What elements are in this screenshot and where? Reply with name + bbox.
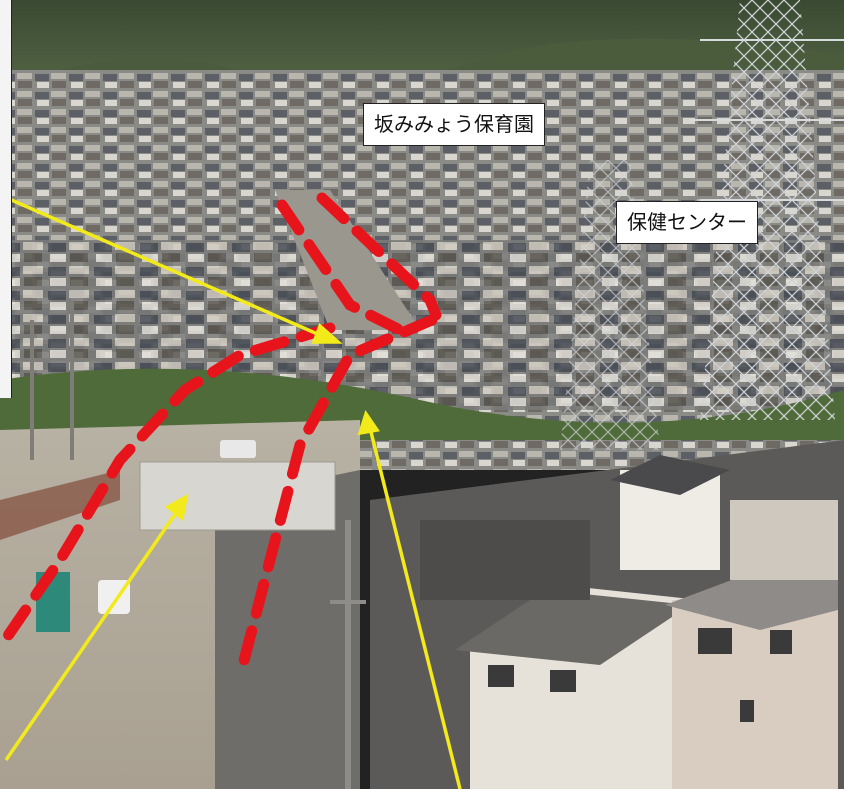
- arrow-to-structure: [4, 509, 180, 761]
- construction-area-outline: [0, 192, 442, 682]
- tree-line: [0, 368, 844, 440]
- road: [275, 190, 420, 330]
- health-center-label: 保健センター: [616, 201, 758, 244]
- arrow-to-excavator: [0, 193, 323, 338]
- nursery-label: 坂みみょう保育園: [363, 103, 545, 146]
- transmission-tower: [700, 0, 835, 420]
- pointer-arrows: [0, 193, 462, 789]
- parked-car: [220, 440, 256, 458]
- arrow-head: [164, 493, 189, 522]
- arrow-head: [311, 322, 343, 344]
- arrow-head: [357, 410, 380, 436]
- side-panel-edge: [0, 0, 12, 398]
- arrow-to-site: [368, 427, 462, 789]
